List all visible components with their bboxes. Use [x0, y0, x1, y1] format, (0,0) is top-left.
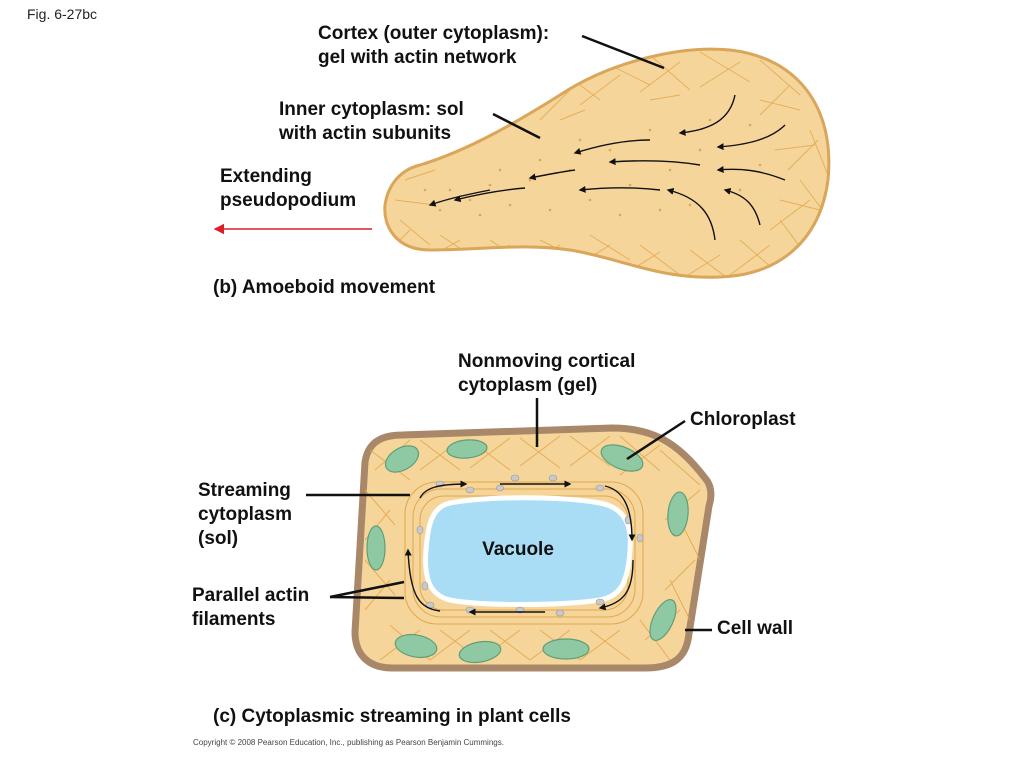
cortex-leader-line	[581, 34, 665, 70]
inner-cytoplasm-label-line-2: with actin subunits	[279, 123, 452, 144]
cortex-label: Cortex (outer cytoplasm): gel with actin…	[318, 22, 549, 70]
panel-b-caption: (b) Amoeboid movement	[213, 277, 436, 298]
chloroplast-8	[458, 640, 502, 664]
amoeba-cell	[383, 47, 831, 279]
chloroplast-5	[667, 491, 689, 537]
nonmoving-label-line-1: Nonmoving cortical	[458, 351, 636, 372]
nonmoving-label-line-2: cytoplasm (gel)	[458, 375, 598, 396]
actin-subunits	[423, 118, 762, 217]
inner-cytoplasm-label: Inner cytoplasm: sol with actin subunits	[279, 98, 464, 146]
extending-pseudopodium-label: Extending pseudopodium	[220, 165, 356, 213]
cortex-label-line-1: Cortex (outer cytoplasm):	[318, 23, 550, 44]
chloroplast-7	[394, 633, 438, 659]
amoeba-outline	[383, 47, 831, 279]
chloroplast-4	[366, 525, 386, 571]
streaming-label-line-2: cytoplasm	[198, 504, 292, 525]
parallel-actin-leader-line-2	[329, 595, 405, 600]
vacuole-label: Vacuole	[482, 539, 554, 560]
chloroplasts	[366, 439, 689, 664]
inner-cytoplasm-leader-line	[492, 112, 541, 140]
copyright-notice: Copyright © 2008 Pearson Education, Inc.…	[193, 738, 504, 747]
streaming-label-line-3: (sol)	[198, 528, 239, 549]
chloroplast-label: Chloroplast	[690, 409, 796, 430]
parallel-label-line-2: filaments	[192, 609, 276, 630]
streaming-label-line-1: Streaming	[198, 480, 291, 501]
cytoplasmic-streaming-arrows	[404, 480, 636, 616]
extending-label-line-1: Extending	[220, 166, 312, 187]
chloroplast-2	[446, 439, 488, 459]
streaming-arrows	[428, 94, 786, 241]
parallel-actin-leader-line-1	[329, 580, 405, 599]
parallel-actin-label: Parallel actin filaments	[192, 584, 309, 632]
extending-label-line-2: pseudopodium	[220, 190, 357, 211]
chloroplast-9	[542, 638, 590, 660]
chloroplast-leader-line	[626, 419, 686, 461]
parallel-label-line-1: Parallel actin	[192, 585, 310, 606]
chloroplast-3	[600, 444, 644, 472]
nonmoving-cortical-label: Nonmoving cortical cytoplasm (gel)	[458, 350, 635, 398]
cell-wall-label: Cell wall	[717, 618, 794, 639]
chloroplast-6	[649, 599, 677, 641]
chloroplast-1	[384, 445, 420, 473]
streaming-cytoplasm-label: Streaming cytoplasm (sol)	[198, 479, 292, 551]
cortex-label-line-2: gel with actin network	[318, 47, 517, 68]
figure-id: Fig. 6-27bc	[27, 6, 98, 22]
inner-cytoplasm-label-line-1: Inner cytoplasm: sol	[279, 99, 464, 120]
plant-cell: Vacuole	[351, 424, 715, 672]
panel-c-caption: (c) Cytoplasmic streaming in plant cells	[213, 706, 571, 727]
